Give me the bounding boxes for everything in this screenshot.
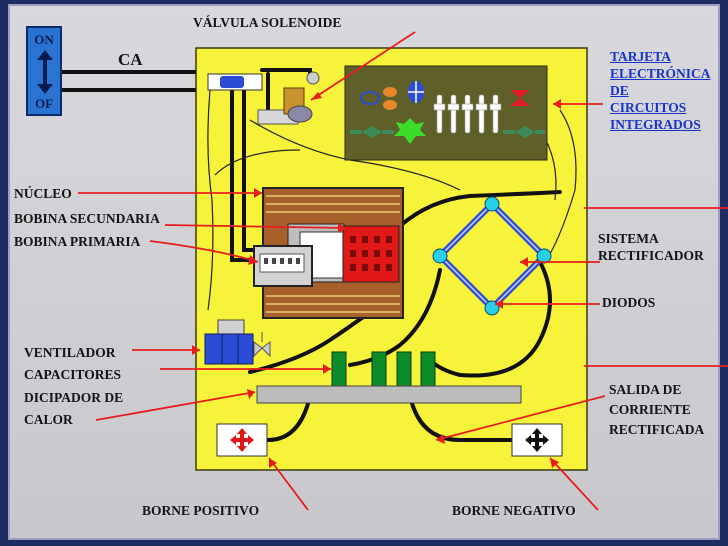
- label-line: TARJETA: [610, 49, 672, 64]
- label-capacitores: CAPACITORES: [24, 367, 122, 382]
- label-borne-positivo: BORNE POSITIVO: [142, 503, 260, 518]
- label-line: CIRCUITOS: [610, 100, 687, 115]
- label-borne-negativo: BORNE NEGATIVO: [452, 503, 576, 518]
- heat-sink: [256, 385, 522, 404]
- solenoid-valve: [257, 71, 320, 125]
- label-salida-corriente: SALIDA DE CORRIENTE RECTIFICADA: [609, 380, 704, 440]
- label-valvula-solenoide: VÁLVULA SOLENOIDE: [193, 15, 342, 30]
- positive-terminal-icon: [216, 423, 268, 457]
- fan-icon: [204, 319, 271, 365]
- label-tarjeta-electronica[interactable]: TARJETA ELECTRÓNICA DE CIRCUITOS INTEGRA…: [610, 48, 711, 133]
- label-line: INTEGRADOS: [610, 117, 701, 132]
- control-board: [344, 65, 548, 161]
- label-sistema-rectificador: SISTEMA RECTIFICADOR: [598, 230, 704, 264]
- label-nucleo: NÚCLEO: [14, 186, 72, 201]
- transformer: [253, 187, 404, 319]
- power-switch[interactable]: ON OF: [26, 26, 62, 116]
- pointer-lines: [78, 31, 728, 511]
- label-bobina-secundaria: BOBINA SECUNDARIA: [14, 211, 160, 226]
- label-line: RECTIFICADOR: [598, 248, 704, 263]
- diode: [484, 196, 500, 212]
- input-connector: [207, 73, 263, 91]
- label-dicipador-de-calor: DICIPADOR DE CALOR: [24, 389, 123, 428]
- ac-input-cables: [62, 70, 196, 92]
- label-diodos: DIODOS: [602, 295, 656, 310]
- label-line: ELECTRÓNICA: [610, 66, 711, 81]
- up-down-arrow-icon: [37, 50, 53, 94]
- label-line: CALOR: [24, 412, 73, 427]
- pointer-arrowheads: [192, 92, 561, 468]
- label-ventilador: VENTILADOR: [24, 345, 116, 360]
- label-ca: CA: [118, 50, 143, 69]
- diode: [536, 248, 552, 264]
- switch-on-label: ON: [34, 32, 54, 47]
- label-line: DICIPADOR DE: [24, 390, 124, 405]
- switch-off-label: OF: [34, 96, 54, 111]
- thin-wiring: [207, 89, 577, 311]
- label-line: DE: [610, 83, 629, 98]
- label-line: SALIDA DE: [609, 382, 682, 397]
- diode: [432, 248, 448, 264]
- negative-terminal-icon: [511, 423, 563, 457]
- rectifier-bridge: [432, 196, 552, 316]
- label-line: RECTIFICADA: [609, 422, 705, 437]
- label-bobina-primaria: BOBINA PRIMARIA: [14, 234, 141, 249]
- label-line: CORRIENTE: [609, 402, 691, 417]
- capacitors: [331, 351, 436, 387]
- label-line: SISTEMA: [598, 231, 659, 246]
